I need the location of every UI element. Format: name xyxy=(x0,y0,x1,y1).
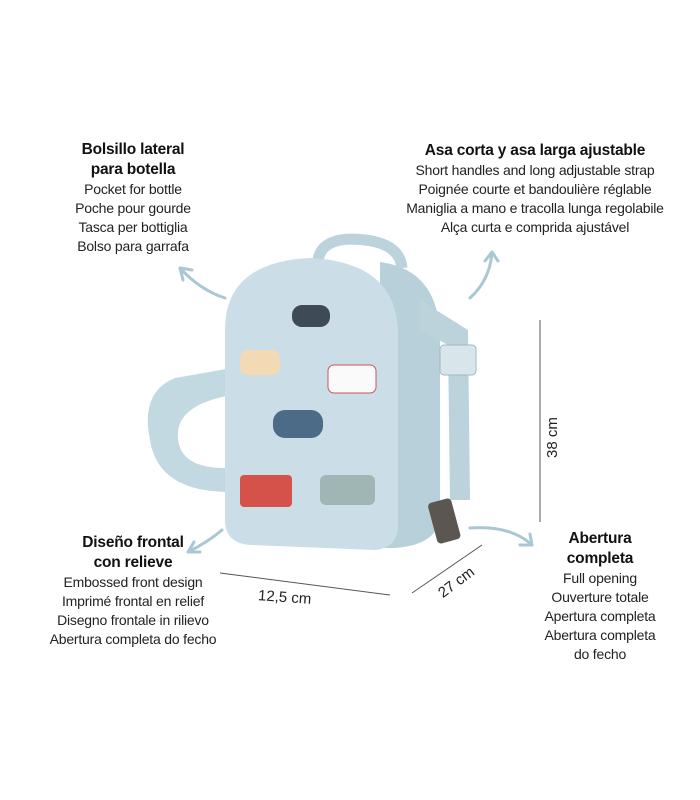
callout-line: Maniglia a mano e tracolla lunga regolab… xyxy=(406,200,664,216)
callout-heading: Asa corta y asa larga ajustable xyxy=(424,142,646,159)
callout-heading: completa xyxy=(566,550,634,567)
dimension-width-label: 12,5 cm xyxy=(257,587,312,608)
arrow-handles xyxy=(468,250,500,300)
callout-line: do fecho xyxy=(573,646,627,662)
callout-opening: Abertura completa Full opening Ouverture… xyxy=(525,529,675,664)
callout-line: Ouverture totale xyxy=(551,589,649,605)
arrow-side-pocket xyxy=(178,266,227,300)
arrow-front xyxy=(186,528,224,554)
callout-line: Disegno frontale in rilievo xyxy=(57,612,209,628)
shoulder-strap xyxy=(147,368,232,492)
zipper-pull xyxy=(428,498,461,544)
callout-heading: con relieve xyxy=(93,554,173,571)
callout-line: Imprimé frontal en relief xyxy=(61,593,205,609)
dimension-line-depth xyxy=(411,544,483,594)
callout-line: Alça curta e comprida ajustável xyxy=(440,219,630,235)
dimension-line-width xyxy=(219,572,391,596)
arrow-opening xyxy=(468,526,534,547)
callout-heading: Abertura xyxy=(568,530,632,547)
callout-line: Full opening xyxy=(563,570,637,586)
callout-line: Bolso para garrafa xyxy=(77,238,189,254)
callout-line: Apertura completa xyxy=(544,608,656,624)
callout-heading: Diseño frontal xyxy=(82,534,184,551)
vehicle-prints xyxy=(240,305,377,507)
dimension-height-label: 38 cm xyxy=(544,417,561,458)
callout-heading: para botella xyxy=(90,161,176,178)
callout-line: Tasca per bottiglia xyxy=(78,219,188,235)
callout-line: Short handles and long adjustable strap xyxy=(415,162,655,178)
callout-line: Abertura completa do fecho xyxy=(49,631,217,647)
callout-line: Abertura completa xyxy=(544,627,656,643)
callout-line: Embossed front design xyxy=(63,574,203,590)
callout-line: Poignée courte et bandoulière réglable xyxy=(418,181,652,197)
callout-line: Poche pour gourde xyxy=(75,200,191,216)
callout-side-pocket: Bolsillo lateral para botella Pocket for… xyxy=(43,140,223,256)
callout-handles: Asa corta y asa larga ajustable Short ha… xyxy=(390,141,680,237)
callout-front-design: Diseño frontal con relieve Embossed fron… xyxy=(23,533,243,649)
callout-line: Pocket for bottle xyxy=(84,181,182,197)
top-handle xyxy=(312,233,408,269)
callout-heading: Bolsillo lateral xyxy=(81,141,185,158)
